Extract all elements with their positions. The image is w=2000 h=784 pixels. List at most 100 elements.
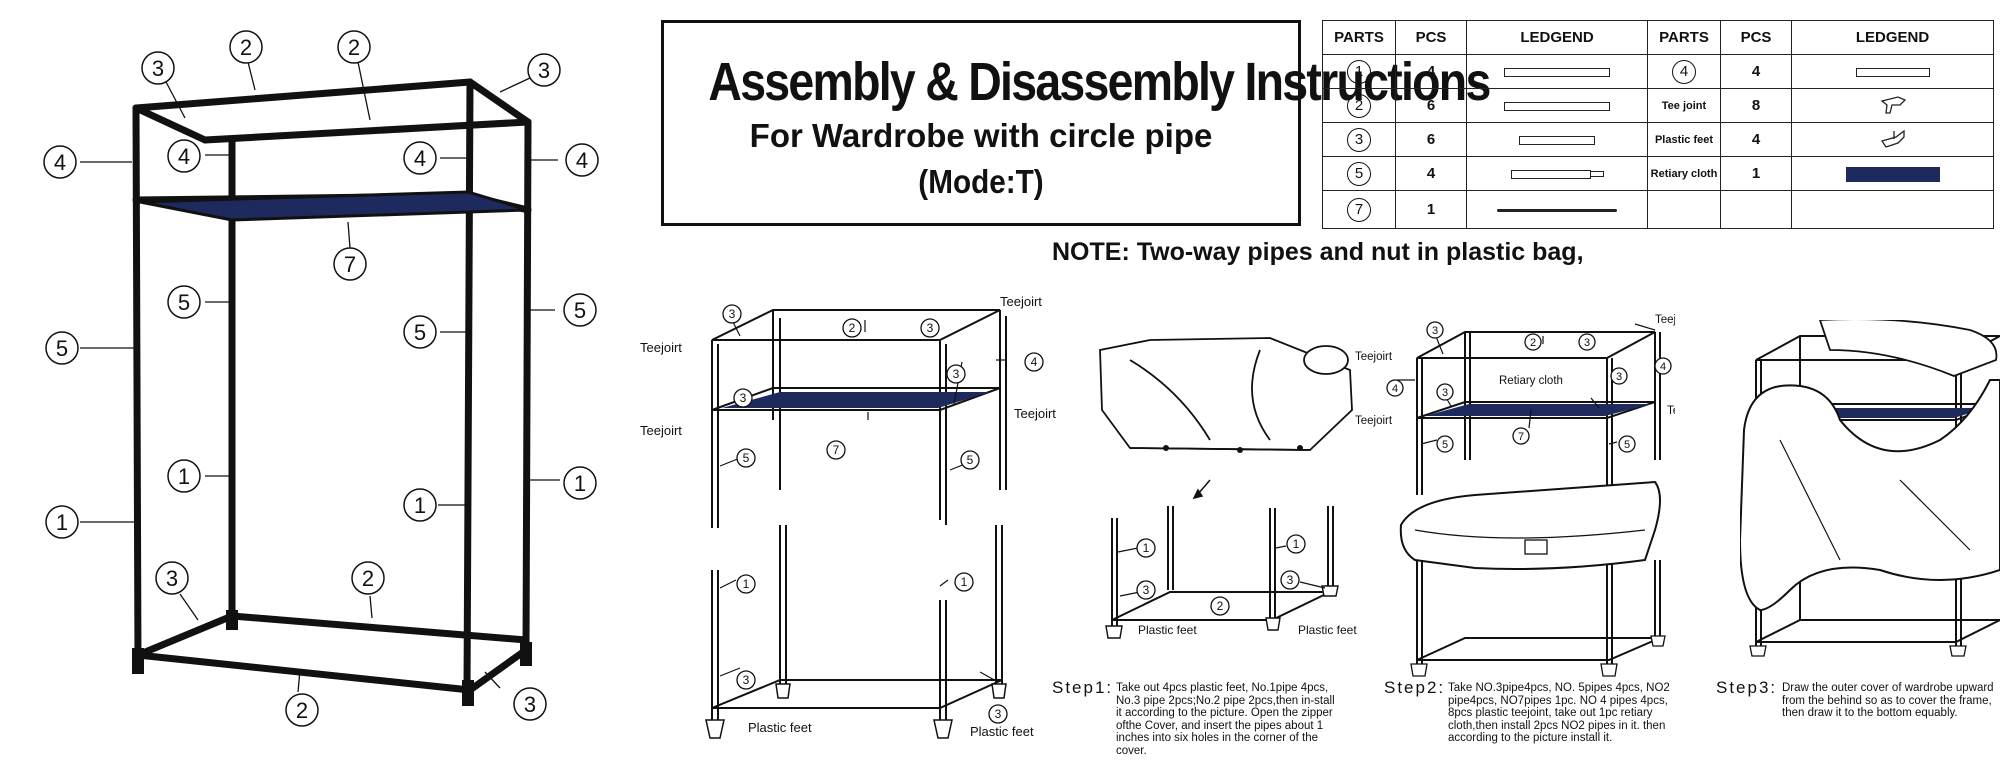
callout-1: 1 bbox=[178, 464, 190, 489]
pipe-3-legend-icon bbox=[1519, 135, 1595, 145]
header-pcs: PCS bbox=[1395, 20, 1467, 55]
step2-diagram: 3 2 3 4 3 3 4 5 7 5 Teejoirt Teejoirt Te… bbox=[1355, 314, 1675, 677]
plastic-feet-label: Plastic feet bbox=[1138, 623, 1197, 637]
callout-2: 2 bbox=[849, 321, 856, 335]
step3-cover bbox=[1740, 379, 2000, 612]
step1-instructions: Step1: Take out 4pcs plastic feet, No.1p… bbox=[1052, 679, 1382, 778]
part-number: 1 bbox=[1347, 59, 1371, 84]
pcs-value: 4 bbox=[1395, 54, 1467, 89]
callout-3: 3 bbox=[1616, 371, 1622, 383]
step3-instructions: Step3: Draw the outer cover of wardrobe … bbox=[1716, 678, 2000, 742]
pcs-value: 1 bbox=[1720, 156, 1792, 191]
callout-4: 4 bbox=[1392, 383, 1398, 395]
callout-5: 5 bbox=[574, 298, 586, 323]
callout-5: 5 bbox=[1442, 439, 1448, 451]
part-number: 5 bbox=[1347, 161, 1371, 186]
callout-5: 5 bbox=[178, 290, 190, 315]
callout-2: 2 bbox=[296, 698, 308, 723]
note-text: NOTE: Two-way pipes and nut in plastic b… bbox=[1052, 238, 1584, 266]
table-row: 5 4 Retiary cloth 1 bbox=[1322, 156, 1994, 191]
table-header-row: PARTS PCS LEDGEND PARTS PCS LEDGEND bbox=[1322, 20, 1994, 55]
callout-3: 3 bbox=[1143, 583, 1150, 597]
callout-5: 5 bbox=[1624, 439, 1630, 451]
callout-3: 3 bbox=[524, 692, 536, 717]
header-parts: PARTS bbox=[1322, 20, 1396, 55]
header-pcs: PCS bbox=[1720, 20, 1792, 55]
callout-3: 3 bbox=[1432, 325, 1438, 337]
callout-5: 5 bbox=[56, 336, 68, 361]
callout-3: 3 bbox=[927, 321, 934, 335]
teejoint-label: Teejoirt bbox=[1355, 415, 1393, 427]
pcs-value: 4 bbox=[1720, 54, 1792, 89]
main-wardrobe-diagram: 3 2 2 3 4 4 4 4 7 5 5 5 5 1 1 1 1 3 2 2 … bbox=[43, 30, 599, 727]
table-row: 2 6 Tee joint 8 bbox=[1322, 88, 1994, 123]
step1-diagram: 3 2 3 3 4 3 7 5 5 1 1 3 3 Teejoirt Teejo… bbox=[640, 294, 1056, 739]
plastic-feet-label: Plastic feet bbox=[1298, 623, 1357, 637]
part-number: 7 bbox=[1347, 197, 1371, 222]
callout-3: 3 bbox=[995, 707, 1002, 721]
part-number: 3 bbox=[1347, 127, 1371, 152]
part-name: Plastic feet bbox=[1647, 122, 1721, 157]
title-main: Assembly & Disassembly Instructions bbox=[708, 52, 1491, 112]
callout-1: 1 bbox=[574, 471, 586, 496]
part-number: 4 bbox=[1672, 59, 1696, 84]
step3-text: Draw the outer cover of wardrobe upward … bbox=[1782, 682, 1994, 719]
callout-3: 3 bbox=[1442, 387, 1448, 399]
callout-7: 7 bbox=[1518, 431, 1524, 443]
pcs-value: 8 bbox=[1720, 88, 1792, 123]
step1-text: Take out 4pcs plastic feet, No.1pipe 4pc… bbox=[1116, 682, 1335, 757]
step2-cloth-sheet bbox=[1399, 480, 1661, 570]
callout-2: 2 bbox=[1217, 599, 1224, 613]
plastic-feet-label: Plastic feet bbox=[970, 724, 1034, 739]
table-row: 7 1 bbox=[1322, 190, 1994, 229]
teejoint-label: Teejoirt bbox=[1000, 294, 1042, 309]
title-box: Assembly & Disassembly Instructions For … bbox=[661, 20, 1491, 226]
teejoint-label: Teejoirt bbox=[1014, 406, 1056, 421]
title-subtitle: For Wardrobe with circle pipe bbox=[749, 117, 1213, 154]
step3-label: Step3: bbox=[1716, 678, 1778, 697]
callout-1: 1 bbox=[1293, 537, 1300, 551]
callout-2: 2 bbox=[362, 566, 374, 591]
callout-3: 3 bbox=[1287, 573, 1294, 587]
callout-4: 4 bbox=[178, 144, 190, 169]
pcs-value bbox=[1720, 190, 1792, 229]
callout-3: 3 bbox=[740, 391, 747, 405]
callout-4: 4 bbox=[54, 150, 66, 175]
callout-5: 5 bbox=[967, 453, 974, 467]
retiary-cloth-label: Retiary cloth bbox=[1499, 375, 1563, 387]
callout-4: 4 bbox=[414, 146, 426, 171]
callout-1: 1 bbox=[414, 493, 426, 518]
pcs-value: 6 bbox=[1395, 122, 1467, 157]
part-name: Tee joint bbox=[1647, 88, 1721, 123]
teejoint-label: Teejoirt bbox=[640, 423, 682, 438]
pcs-value: 4 bbox=[1720, 122, 1792, 157]
callout-3: 3 bbox=[729, 307, 736, 321]
teejoint-label: Teejoirt bbox=[1355, 351, 1393, 363]
pipe-7-legend-icon bbox=[1497, 208, 1617, 212]
empty-legend bbox=[1791, 190, 1994, 229]
callout-2: 2 bbox=[240, 35, 252, 60]
pcs-value: 6 bbox=[1395, 88, 1467, 123]
callout-1: 1 bbox=[961, 575, 968, 589]
table-row: 3 6 Plastic feet 4 bbox=[1322, 122, 1994, 157]
teejoint-label: Teejoirt bbox=[1667, 405, 1675, 417]
pipe-4-legend-icon bbox=[1855, 67, 1930, 77]
callout-4: 4 bbox=[1660, 361, 1666, 373]
callout-1: 1 bbox=[743, 577, 750, 591]
plastic-feet-label: Plastic feet bbox=[748, 720, 812, 735]
header-ledgend: LEDGEND bbox=[1466, 20, 1648, 55]
pcs-value: 1 bbox=[1395, 190, 1467, 229]
callout-3: 3 bbox=[953, 367, 960, 381]
callout-3: 3 bbox=[166, 566, 178, 591]
step2-text: Take NO.3pipe4pcs, NO. 5pipes 4pcs, NO2 … bbox=[1448, 682, 1670, 744]
step2-instructions: Step2: Take NO.3pipe4pcs, NO. 5pipes 4pc… bbox=[1384, 679, 1714, 762]
pipe-5-tip-icon bbox=[1590, 171, 1604, 178]
pipe-2-legend-icon bbox=[1504, 101, 1610, 111]
pcs-value: 4 bbox=[1395, 156, 1467, 191]
table-row: 1 4 4 4 bbox=[1322, 54, 1994, 89]
callout-2: 2 bbox=[1530, 337, 1536, 349]
pipe-1-legend-icon bbox=[1504, 67, 1610, 77]
callout-7: 7 bbox=[833, 443, 840, 457]
title-model: (Mode:T) bbox=[918, 163, 1044, 200]
callout-1: 1 bbox=[1143, 541, 1150, 555]
